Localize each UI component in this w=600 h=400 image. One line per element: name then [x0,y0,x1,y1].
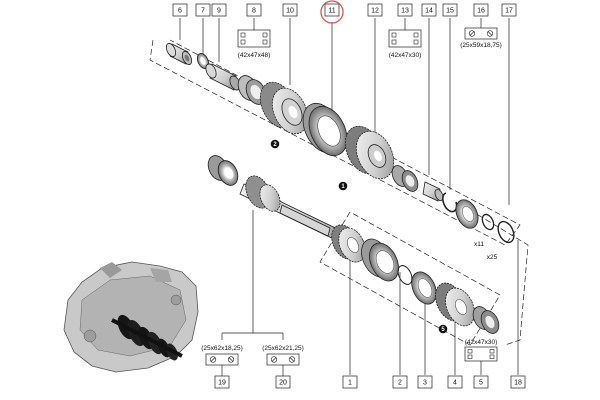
bearing-symbol-16 [464,27,498,40]
svg-text:9: 9 [217,7,221,14]
svg-text:2: 2 [398,379,402,386]
dimension-5: (42x47x30) [465,339,498,346]
highlighted-gear-set [111,314,183,361]
callout-7[interactable]: 7 [195,3,211,17]
svg-text:3: 3 [423,379,427,386]
svg-text:14: 14 [425,7,433,14]
part-wire-ring [397,265,413,285]
callout-20[interactable]: 20 [275,375,291,389]
callout-18[interactable]: 18 [510,375,526,389]
svg-text:18: 18 [514,379,522,386]
callout-9[interactable]: 9 [211,3,227,17]
dimension-19: (25x62x18,25) [201,345,243,352]
svg-text:20: 20 [279,379,287,386]
part-1-synchro-hub [331,224,366,263]
part-12-gear [344,125,395,180]
part-5-needle-bearing [472,306,500,334]
svg-text:10: 10 [286,7,294,14]
part-11-synchro-ring [302,102,348,157]
svg-text:16: 16 [477,7,485,14]
shim-label-b: x25 [487,254,498,261]
highlight-circle [320,0,344,24]
stage-marker-1: 1 [338,181,348,191]
svg-text:12: 12 [371,7,379,14]
callout-5[interactable]: 5 [473,375,489,389]
callout-15[interactable]: 15 [442,3,458,17]
part-4-gear [435,282,475,327]
svg-text:6: 6 [178,7,182,14]
callout-10[interactable]: 10 [282,3,298,17]
svg-text:17: 17 [505,7,513,14]
part-10-gear [259,81,309,135]
callout-6[interactable]: 6 [172,3,188,17]
svg-text:15: 15 [446,7,454,14]
callout-17[interactable]: 17 [501,3,517,17]
part-9-bush [205,63,241,91]
dimension-8: (42x47x48) [238,52,271,59]
svg-text:5: 5 [441,327,445,333]
lower-assembly-frame [319,211,501,346]
callout-12[interactable]: 12 [367,3,383,17]
part-3-synchro-ring [411,271,437,305]
svg-text:19: 19 [218,379,226,386]
bearing-symbol-13 [388,29,422,48]
dimension-13: (42x47x30) [389,52,422,59]
part-6-needle-bearing [165,43,193,65]
callout-3[interactable]: 3 [417,375,433,389]
part-16-ball-bearing [455,199,479,229]
svg-text:1: 1 [341,184,345,190]
shim-label-a: x11 [474,241,484,248]
svg-text:11: 11 [328,7,335,14]
svg-text:1: 1 [348,379,352,386]
stage-marker-5: 5 [438,324,448,334]
svg-text:13: 13 [401,7,409,14]
svg-text:8: 8 [252,7,256,14]
callout-14[interactable]: 14 [421,3,437,17]
bottom-leader-lines [221,210,519,375]
part-18-upper-ring [497,220,515,244]
svg-text:4: 4 [453,379,457,386]
callout-4[interactable]: 4 [447,375,463,389]
part-2-sleeve [361,238,399,282]
svg-text:7: 7 [201,7,205,14]
part-19-roller-bearing [207,155,239,186]
gearbox-housing-illustration [63,261,199,373]
part-14-bush [422,181,444,202]
svg-text:5: 5 [479,379,483,386]
dimension-20: (25x62x21,25) [262,345,304,352]
upper-assembly-frame [149,39,521,246]
bearing-symbol-19 [205,353,239,366]
stage-marker-2: 2 [270,139,280,149]
callout-13[interactable]: 13 [397,3,413,17]
callout-1[interactable]: 1 [342,375,358,389]
dimension-16: (25x59x18,75) [460,42,502,49]
bearing-symbol-8 [237,29,271,48]
callout-16[interactable]: 16 [473,3,489,17]
part-17-shim [481,213,495,231]
callout-8[interactable]: 8 [246,3,262,17]
bearing-symbol-20 [266,353,300,366]
part-15-circlip [442,192,458,213]
bearing-symbol-5 [464,346,498,362]
callout-11[interactable]: 11 [320,0,344,24]
callout-19[interactable]: 19 [214,375,230,389]
svg-text:2: 2 [273,142,277,148]
part-13-needle-bearing [391,165,419,192]
part-output-shaft [239,175,353,247]
callout-2[interactable]: 2 [392,375,408,389]
